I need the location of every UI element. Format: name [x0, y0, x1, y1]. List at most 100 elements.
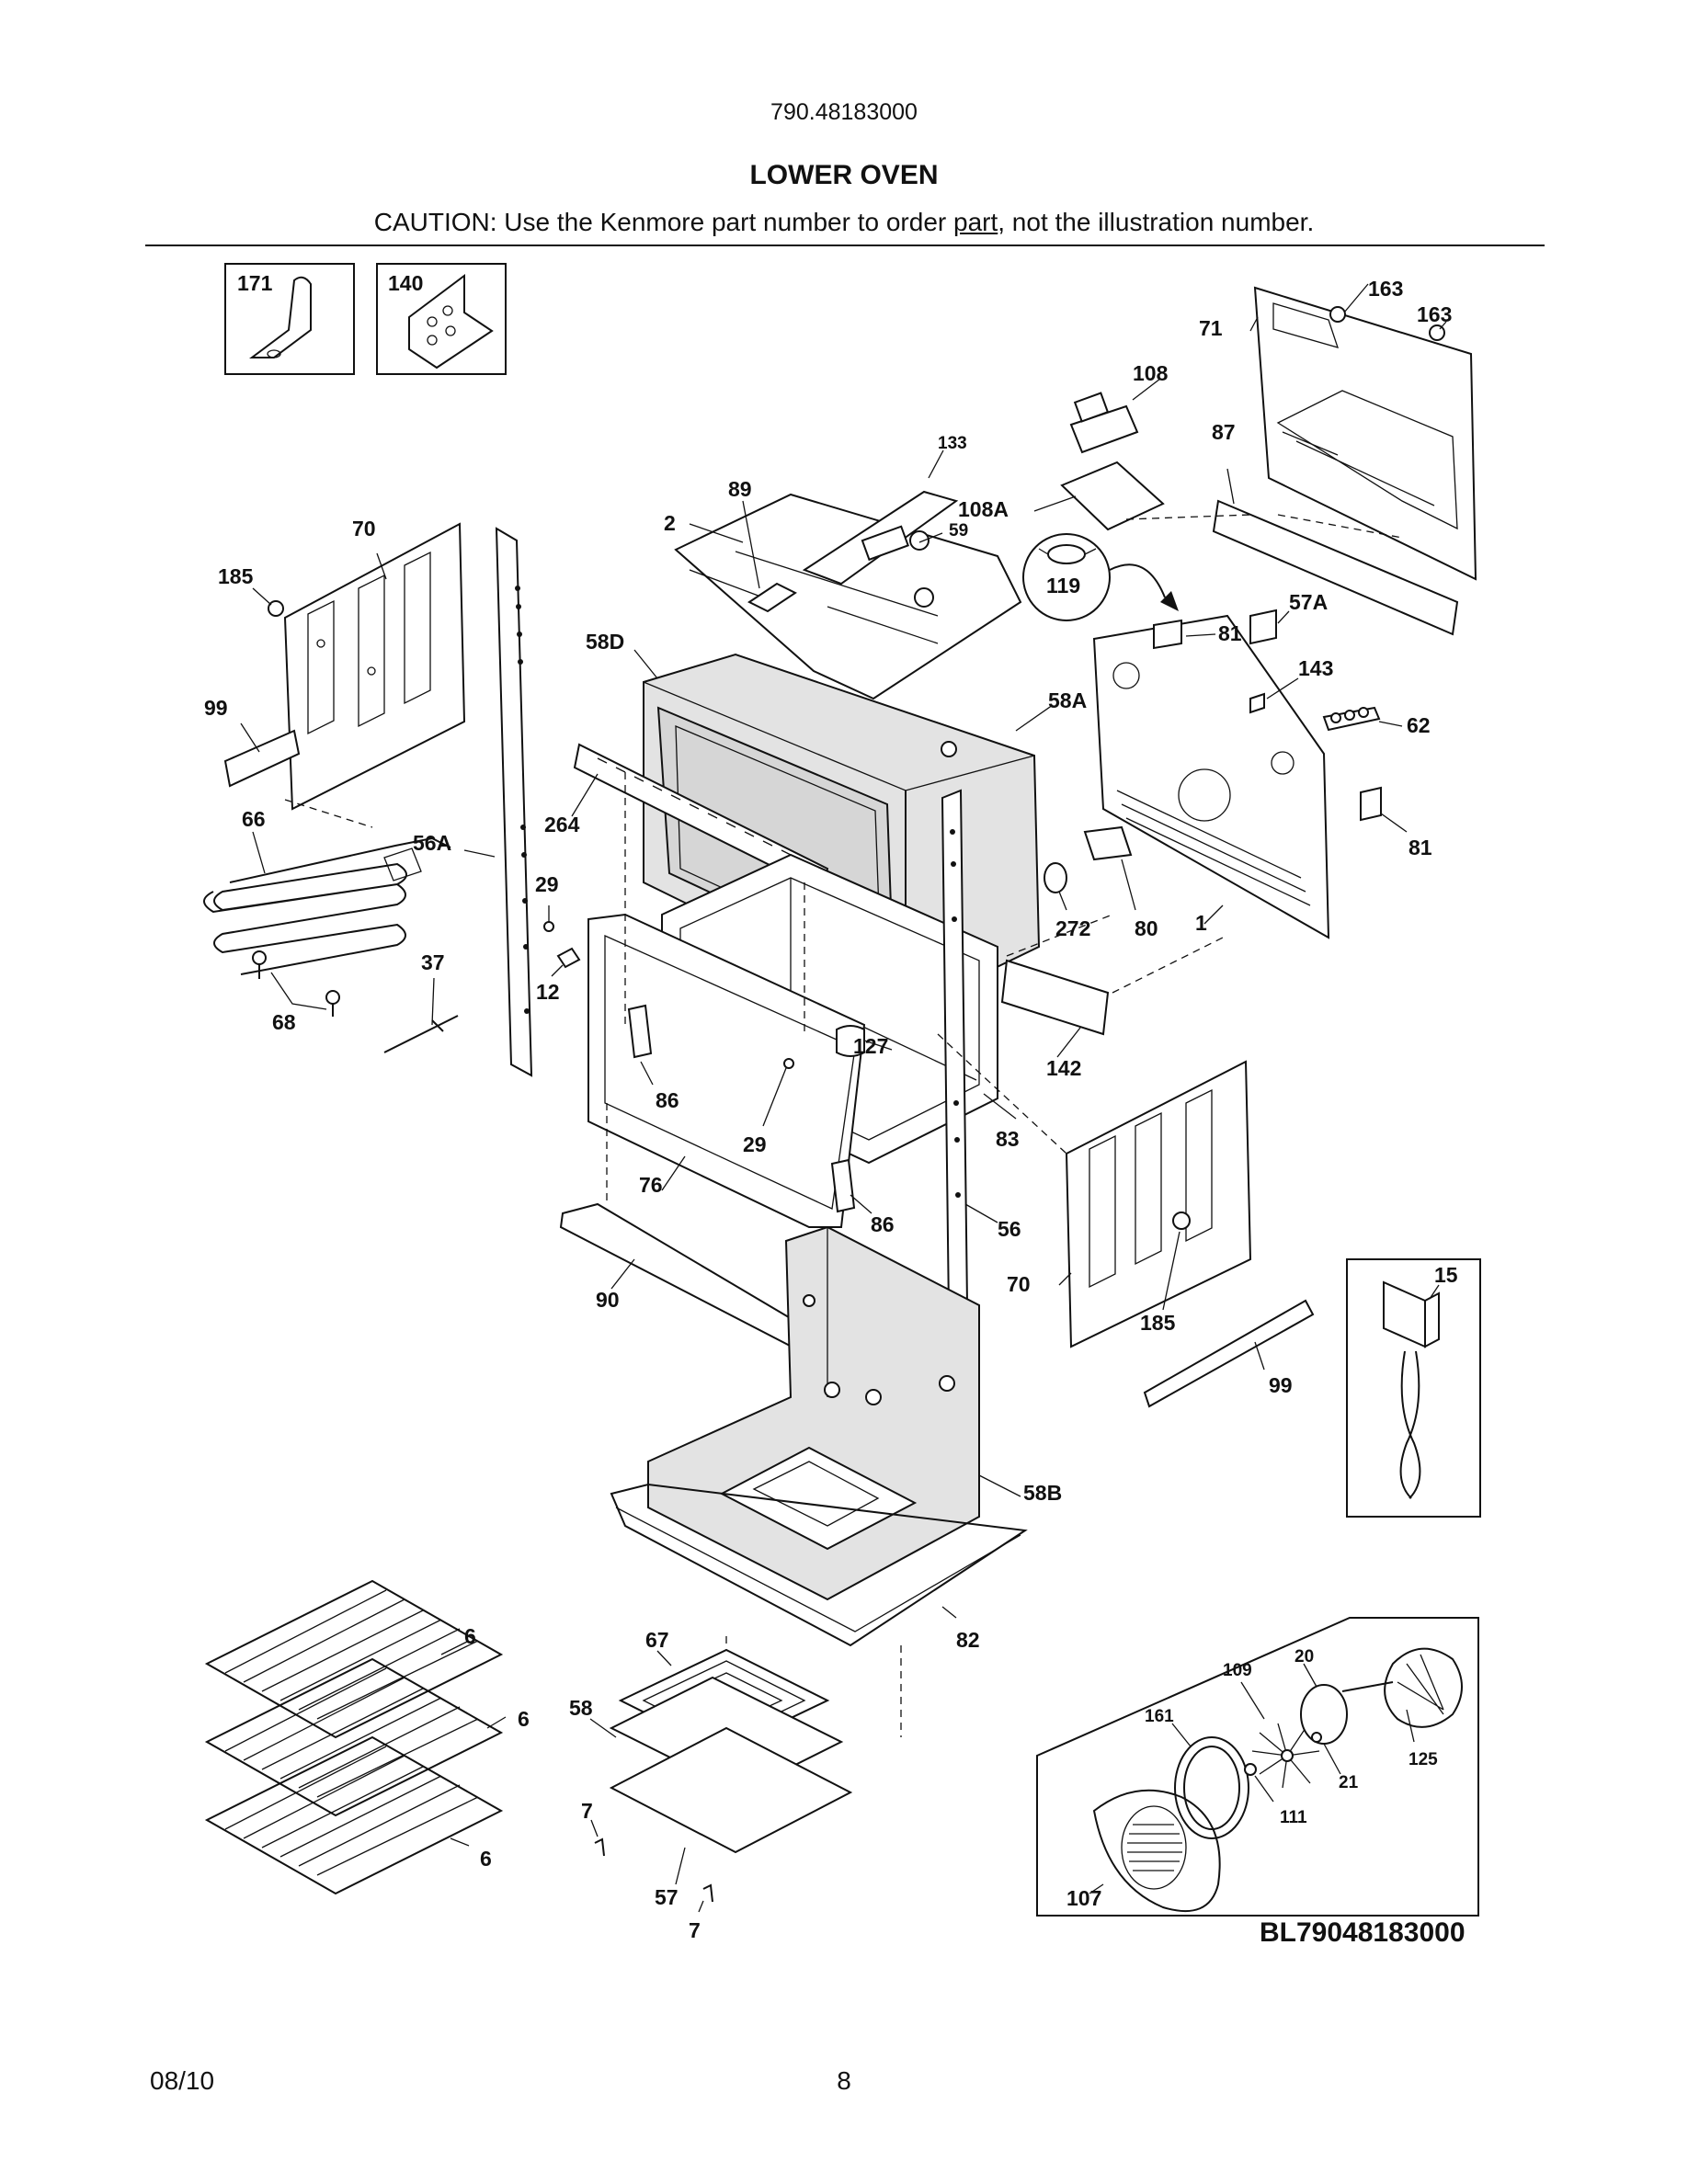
callout-89: 89 — [728, 477, 752, 501]
caution-text-start: CAUTION: Use the Kenmore part number to … — [373, 208, 953, 236]
callout-99-upper: 99 — [204, 696, 228, 720]
switch-12: 12 — [536, 947, 581, 1004]
inset-bracket-140: 140 — [376, 263, 507, 375]
callout-57: 57 — [655, 1885, 679, 1909]
callout-58B: 58B — [1023, 1481, 1062, 1505]
rail-87: 87 — [1212, 420, 1459, 636]
screw-7-left: 7 — [581, 1799, 605, 1857]
bracket-81-lower: 81 — [1360, 786, 1432, 859]
callout-161: 161 — [1145, 1707, 1174, 1726]
cooling-fan-108: 108 — [1069, 361, 1169, 454]
callout-86-lower: 86 — [871, 1212, 895, 1236]
callout-107: 107 — [1066, 1886, 1101, 1910]
callout-59: 59 — [949, 521, 968, 540]
callout-29-lower: 29 — [743, 1132, 767, 1156]
rear-panel-71: 163 163 71 — [1199, 277, 1477, 581]
caution-text-end: , not the illustration number. — [998, 208, 1315, 236]
callout-185-lower: 185 — [1140, 1311, 1176, 1335]
drawing-code: BL79048183000 — [1260, 1917, 1466, 1948]
callout-80: 80 — [1135, 916, 1158, 940]
callout-37: 37 — [421, 950, 445, 974]
callout-264: 264 — [544, 813, 580, 836]
clip-68: 68 — [252, 950, 340, 1034]
callout-70-lower: 70 — [1007, 1272, 1031, 1296]
callout-2: 2 — [664, 511, 676, 535]
callout-6-bottom: 6 — [480, 1847, 492, 1871]
bracket-80: 80 — [1083, 825, 1158, 940]
broil-element-66: 66 — [203, 807, 451, 975]
oven-racks-6: 6 6 6 — [204, 1579, 530, 1895]
callout-140: 140 — [388, 271, 423, 295]
guide-lines — [284, 514, 1403, 1737]
callout-87: 87 — [1212, 420, 1236, 444]
page-number: 8 — [837, 2066, 851, 2095]
callout-66: 66 — [242, 807, 266, 831]
caution-text-underlined: part — [953, 208, 998, 236]
fan-bracket-108A: 108A — [958, 461, 1165, 531]
callout-119: 119 — [1046, 574, 1080, 597]
vertical-rail-56A: 56A — [413, 527, 533, 1077]
callout-81-upper: 81 — [1218, 621, 1242, 645]
callout-58A: 58A — [1048, 688, 1087, 712]
screw-29-upper: 29 — [535, 872, 559, 932]
callout-171: 171 — [237, 271, 273, 295]
screw-29-lower: 29 — [743, 1058, 794, 1156]
sensor-37: 37 — [383, 950, 459, 1053]
callout-143: 143 — [1298, 656, 1333, 680]
callout-15: 15 — [1434, 1263, 1458, 1287]
callout-86-upper: 86 — [656, 1088, 679, 1112]
model-number: 790.48183000 — [770, 99, 918, 125]
callout-133: 133 — [938, 434, 967, 453]
callout-57A: 57A — [1289, 590, 1328, 614]
callout-56: 56 — [998, 1217, 1021, 1241]
clip-143: 143 — [1249, 656, 1333, 714]
callout-68: 68 — [272, 1010, 296, 1034]
callout-71: 71 — [1199, 316, 1223, 340]
callout-108A: 108A — [958, 497, 1009, 521]
duct-142: 142 — [1000, 959, 1110, 1080]
callout-20: 20 — [1295, 1647, 1314, 1666]
callout-272: 272 — [1055, 916, 1090, 940]
bracket-81-upper: 81 — [1153, 619, 1242, 650]
callout-56A: 56A — [413, 831, 451, 855]
callout-163-lower: 163 — [1417, 302, 1452, 326]
callout-109: 109 — [1223, 1661, 1252, 1680]
bracket-99-right: 99 — [1143, 1299, 1315, 1408]
convection-fan-inset: 107 161 109 111 20 21 125 — [1036, 1617, 1479, 1917]
inset-lock-15: 15 — [1346, 1258, 1481, 1518]
callout-7-bottom: 7 — [689, 1918, 701, 1942]
hinge-86-upper: 86 — [627, 1004, 679, 1112]
caution-note: CAUTION: Use the Kenmore part number to … — [0, 208, 1688, 237]
insulation-58B: 58B — [647, 1225, 1062, 1601]
thermostat-119-detail: 119 — [1022, 533, 1179, 621]
callout-70-upper: 70 — [352, 517, 376, 540]
bracket-57A: 57A — [1249, 590, 1328, 645]
plug-272: 272 — [1044, 862, 1090, 940]
inset-bracket-171: 171 — [224, 263, 355, 375]
callout-83: 83 — [996, 1127, 1020, 1151]
callout-7-left: 7 — [581, 1799, 593, 1823]
callout-163-upper: 163 — [1368, 277, 1403, 301]
callout-1: 1 — [1195, 911, 1207, 935]
callout-12: 12 — [536, 980, 560, 1004]
callout-29-upper: 29 — [535, 872, 559, 896]
callout-76: 76 — [639, 1173, 663, 1197]
callout-108: 108 — [1133, 361, 1169, 385]
bottom-pan-82: 82 — [610, 1483, 1028, 1652]
callout-111: 111 — [1280, 1808, 1307, 1827]
trim-90: 90 — [559, 1202, 825, 1362]
callout-185-upper: 185 — [218, 564, 254, 588]
light-127: 127 — [836, 1025, 893, 1058]
cover-57: 57 — [609, 1726, 853, 1909]
screw-7-bottom: 7 — [689, 1883, 713, 1942]
callout-6-middle: 6 — [518, 1707, 530, 1731]
callout-81-lower: 81 — [1409, 836, 1432, 859]
top-panel-2: 2 89 59 133 — [664, 434, 1022, 700]
callout-99-lower: 99 — [1269, 1373, 1293, 1397]
callout-82: 82 — [956, 1628, 980, 1652]
callout-58D: 58D — [586, 630, 624, 654]
vent-264: 264 — [544, 743, 829, 893]
callout-142: 142 — [1046, 1056, 1081, 1080]
footer-date: 08/10 — [150, 2066, 215, 2095]
callout-127: 127 — [853, 1034, 888, 1058]
